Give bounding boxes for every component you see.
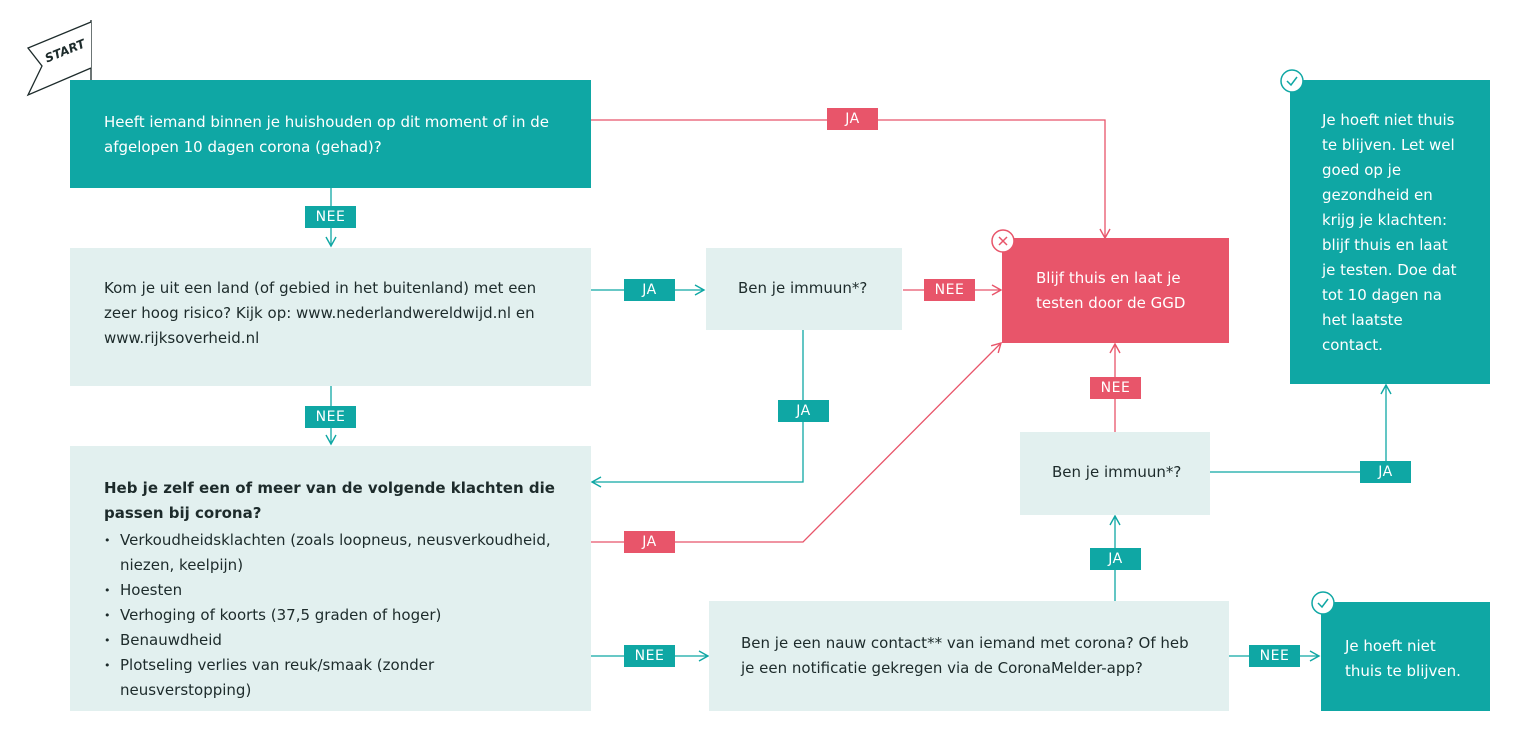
arrow-q1-ja	[590, 119, 1111, 240]
question-high-risk-country-text: Kom je uit een land (of gebied in het bu…	[104, 279, 537, 347]
symptom-item: Verhoging of koorts (37,5 graden of hoge…	[104, 603, 557, 628]
arrow-immune1-ja	[590, 330, 804, 488]
question-immune-2: Ben je immuun*?	[1020, 432, 1210, 515]
tag-q3-nee: NEE	[624, 645, 675, 667]
tag-immune2-nee: NEE	[1090, 377, 1141, 399]
result-no-home-text: Je hoeft niet thuis te blijven.	[1345, 637, 1461, 680]
question-immune-1: Ben je immuun*?	[706, 248, 902, 330]
tag-q4-ja: JA	[1090, 548, 1141, 570]
tag-immune2-ja: JA	[1360, 461, 1411, 483]
result-no-home-watch-health: Je hoeft niet thuis te blijven. Let wel …	[1290, 80, 1490, 384]
result-stay-home-test: Blijf thuis en laat je testen door de GG…	[1002, 238, 1229, 343]
tag-q2-nee: NEE	[305, 406, 356, 428]
result-no-home-watch-health-text: Je hoeft niet thuis te blijven. Let wel …	[1322, 111, 1457, 354]
arrow-immune2-ja	[1210, 383, 1392, 473]
question-symptoms-title: Heb je zelf een of meer van de volgende …	[104, 479, 555, 522]
question-immune-2-text: Ben je immuun*?	[1052, 463, 1182, 481]
symptoms-list: Verkoudheidsklachten (zoals loopneus, ne…	[104, 528, 557, 703]
symptom-item: Benauwdheid	[104, 628, 557, 653]
check-circle-icon	[1280, 69, 1304, 93]
result-no-home: Je hoeft niet thuis te blijven.	[1321, 602, 1490, 711]
tag-immune1-ja: JA	[778, 400, 829, 422]
tag-q2-ja: JA	[624, 279, 675, 301]
tag-q1-ja: JA	[827, 108, 878, 130]
symptom-item: Hoesten	[104, 578, 557, 603]
tag-q4-nee: NEE	[1249, 645, 1300, 667]
x-circle-icon	[991, 229, 1015, 253]
question-high-risk-country: Kom je uit een land (of gebied in het bu…	[70, 248, 591, 386]
question-household-corona: Heeft iemand binnen je huishouden op dit…	[70, 80, 591, 188]
question-household-corona-text: Heeft iemand binnen je huishouden op dit…	[104, 113, 549, 156]
arrow-q3-ja	[590, 341, 1003, 543]
symptom-item: Plotseling verlies van reuk/smaak (zonde…	[104, 653, 557, 703]
tag-q1-nee: NEE	[305, 206, 356, 228]
tag-immune1-nee: NEE	[924, 279, 975, 301]
tag-q3-ja: JA	[624, 531, 675, 553]
question-symptoms: Heb je zelf een of meer van de volgende …	[70, 446, 591, 711]
check-circle-icon	[1311, 591, 1335, 615]
result-stay-home-test-text: Blijf thuis en laat je testen door de GG…	[1036, 269, 1186, 312]
question-close-contact: Ben je een nauw contact** van iemand met…	[709, 601, 1229, 711]
question-close-contact-text: Ben je een nauw contact** van iemand met…	[741, 634, 1189, 677]
symptom-item: Verkoudheidsklachten (zoals loopneus, ne…	[104, 528, 557, 578]
question-immune-1-text: Ben je immuun*?	[738, 279, 868, 297]
